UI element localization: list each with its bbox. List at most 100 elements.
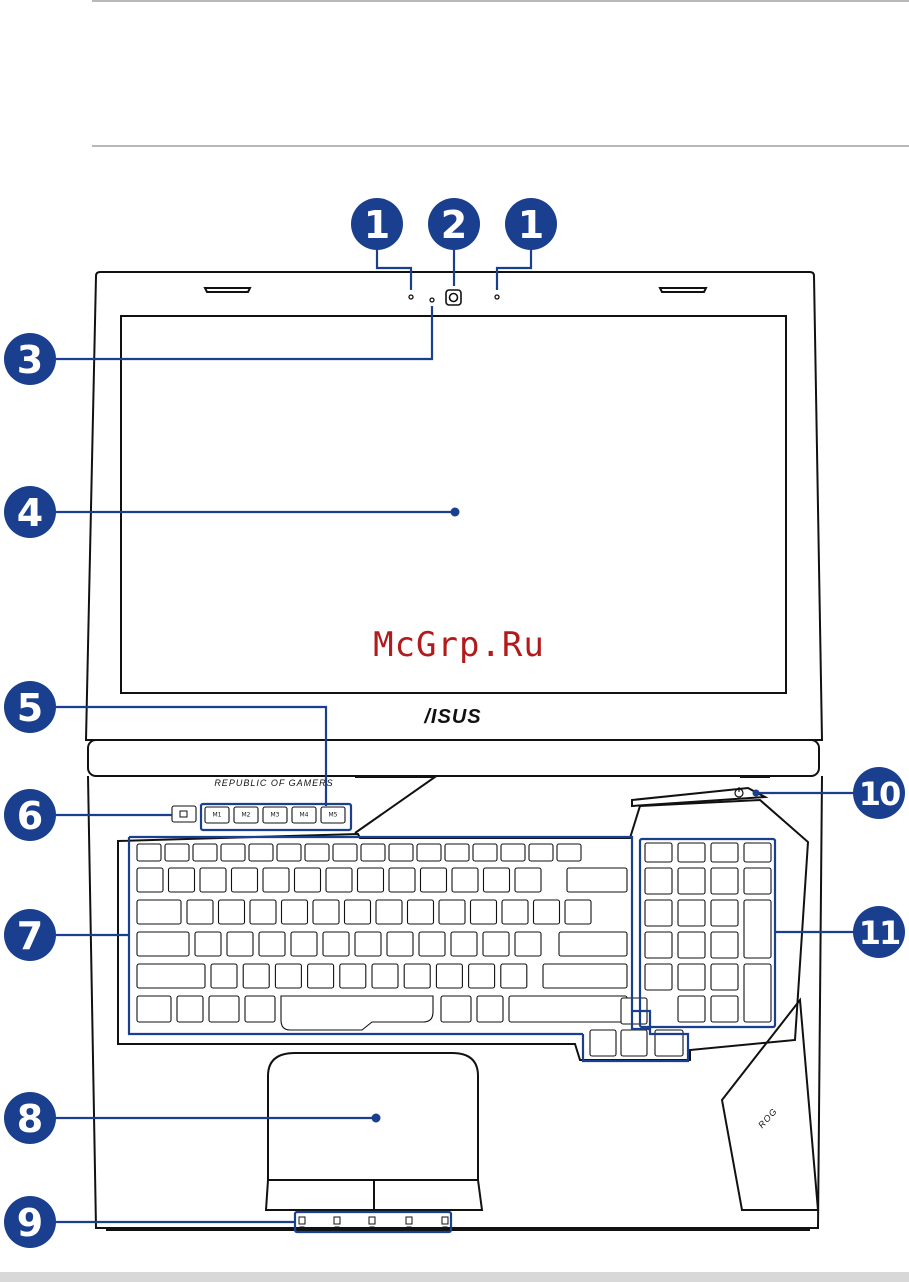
key (250, 900, 276, 924)
key (345, 900, 371, 924)
key (557, 844, 581, 861)
key (439, 900, 465, 924)
key (326, 868, 352, 892)
key (355, 932, 381, 956)
key (323, 932, 349, 956)
key (529, 844, 553, 861)
mic-right-icon (495, 295, 499, 299)
key (275, 964, 301, 988)
callout-label: 7 (17, 914, 43, 958)
callout-label: 6 (17, 794, 43, 838)
key (744, 900, 771, 958)
keyboard (137, 844, 627, 1030)
key (137, 932, 189, 956)
key (340, 964, 366, 988)
watermark: McGrp.Ru (373, 625, 545, 665)
key (471, 900, 497, 924)
key (137, 844, 161, 861)
key (421, 868, 447, 892)
key (711, 932, 738, 958)
status-led-icon (334, 1217, 340, 1224)
key (404, 964, 430, 988)
key (567, 868, 627, 892)
key (419, 932, 445, 956)
callout-label: 10 (859, 775, 900, 813)
key (678, 868, 705, 894)
key (678, 996, 705, 1022)
status-led-icon (299, 1217, 305, 1224)
key (372, 964, 398, 988)
key (177, 996, 203, 1022)
key (211, 964, 237, 988)
callout-label: 3 (17, 338, 43, 382)
callout-number: 8 (4, 1092, 56, 1144)
callout-label: 1 (364, 203, 390, 247)
key (565, 900, 591, 924)
callout-number: 4 (4, 486, 56, 538)
key (221, 844, 245, 861)
screen-brand-logo: /ISUS (423, 706, 481, 728)
callout-number: 1 (505, 198, 557, 250)
key (509, 996, 627, 1022)
key (249, 844, 273, 861)
key (452, 868, 478, 892)
key (559, 932, 627, 956)
key (445, 844, 469, 861)
key (477, 996, 503, 1022)
footer-bar (0, 1272, 909, 1282)
macro-key-label: M5 (329, 812, 338, 819)
arrow-left-key (590, 1030, 616, 1056)
key (744, 843, 771, 862)
key (645, 843, 672, 862)
arrow-down-key (621, 1030, 647, 1056)
key (305, 844, 329, 861)
key (483, 932, 509, 956)
key (484, 868, 510, 892)
key (137, 996, 171, 1022)
status-led-icon (369, 1217, 375, 1224)
key (376, 900, 402, 924)
key (744, 964, 771, 1022)
key (502, 900, 528, 924)
key (137, 900, 181, 924)
space-key (281, 996, 433, 1030)
key (711, 964, 738, 990)
key (501, 964, 527, 988)
keyboard-brand-label: REPUBLIC OF GAMERS (214, 778, 333, 788)
callout-number: 3 (4, 333, 56, 385)
macro-key-label: M2 (242, 812, 251, 819)
key (277, 844, 301, 861)
key (137, 868, 163, 892)
callout-label: 4 (17, 491, 43, 535)
key (451, 932, 477, 956)
key (389, 844, 413, 861)
callout-label: 9 (17, 1201, 43, 1245)
key (501, 844, 525, 861)
key (515, 932, 541, 956)
key (469, 964, 495, 988)
key (232, 868, 258, 892)
callout-number: 10 (853, 767, 905, 819)
key (259, 932, 285, 956)
key (245, 996, 275, 1022)
callout-number: 9 (4, 1196, 56, 1248)
key (711, 996, 738, 1022)
laptop-lid (86, 272, 822, 776)
key (195, 932, 221, 956)
key (678, 964, 705, 990)
key (711, 868, 738, 894)
key (711, 843, 738, 862)
key (678, 900, 705, 926)
key (678, 843, 705, 862)
callout-label: 1 (518, 203, 544, 247)
key (408, 900, 434, 924)
key (645, 964, 672, 990)
key (137, 964, 205, 988)
key (441, 996, 471, 1022)
camera-indicator-icon (430, 298, 434, 302)
numeric-keypad (645, 843, 771, 1022)
key (436, 964, 462, 988)
key (333, 844, 357, 861)
